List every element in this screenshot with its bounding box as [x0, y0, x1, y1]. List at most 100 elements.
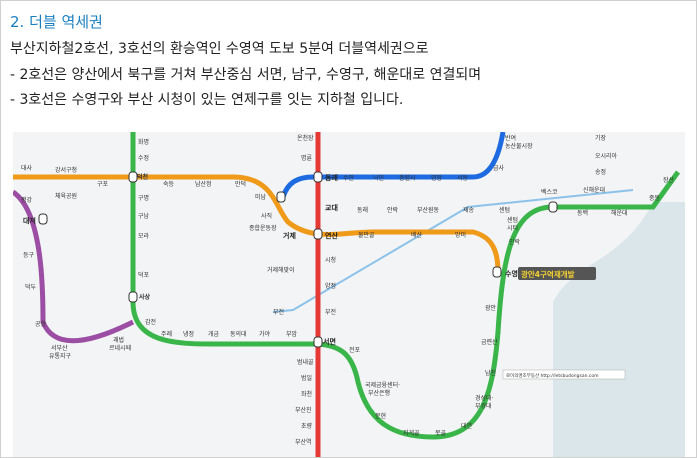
- svg-text:해운대: 해운대: [611, 209, 628, 217]
- svg-text:종합운동장: 종합운동장: [249, 224, 277, 232]
- svg-text:괘법: 괘법: [113, 336, 124, 344]
- svg-text:국제금융센터·: 국제금융센터·: [365, 381, 400, 389]
- station-marker-daejeo: [38, 213, 48, 225]
- svg-text:대저: 대저: [23, 216, 36, 225]
- svg-text:가야: 가야: [259, 330, 271, 338]
- svg-text:감전: 감전: [145, 318, 156, 326]
- svg-text:좌천: 좌천: [301, 390, 312, 398]
- svg-text:오시리아: 오시리아: [595, 152, 618, 160]
- svg-text:구남: 구남: [138, 212, 150, 220]
- svg-text:구명: 구명: [138, 194, 149, 202]
- description-line-3: - 3호선은 수영구와 부산 시청이 있는 연제구를 잇는 지하철 입니다.: [10, 92, 404, 108]
- highlight-label: 광안4구역재개발: [521, 269, 575, 279]
- svg-text:문현: 문현: [375, 412, 386, 420]
- svg-text:장산: 장산: [663, 176, 675, 184]
- svg-text:부경대: 부경대: [475, 402, 492, 410]
- svg-text:르네시떼: 르네시떼: [109, 344, 131, 352]
- svg-text:벡스코: 벡스코: [541, 188, 558, 196]
- svg-text:광안: 광안: [485, 304, 497, 312]
- line2-green: [130, 132, 681, 440]
- station-marker-seomyeon: [313, 336, 323, 348]
- copyright-box: [502, 369, 626, 380]
- highlight-box: [518, 267, 596, 280]
- svg-text:미남: 미남: [255, 193, 267, 201]
- svg-text:농산물시장: 농산물시장: [505, 142, 533, 150]
- svg-text:시청: 시청: [325, 257, 336, 264]
- svg-text:덕천: 덕천: [137, 173, 149, 181]
- svg-text:대사: 대사: [21, 164, 33, 172]
- station-marker-yeonsan: [313, 228, 323, 240]
- svg-text:센텀: 센텀: [499, 206, 510, 214]
- svg-text:개금: 개금: [208, 330, 220, 338]
- svg-text:범일: 범일: [301, 374, 312, 382]
- svg-text:강서구청: 강서구청: [55, 166, 77, 174]
- svg-text:동의대: 동의대: [230, 330, 247, 338]
- subway-map: 화명 수정 덕천 구명 구남 모라 덕포 사상 감전 주례 냉정 개금 동의대 …: [13, 132, 685, 457]
- subway-map-svg: 화명 수정 덕천 구명 구남 모라 덕포 사상 감전 주례 냉정 개금 동의대 …: [13, 132, 685, 457]
- svg-text:평강: 평강: [21, 196, 33, 204]
- line3-orange: [13, 174, 501, 273]
- svg-text:범내골: 범내골: [297, 358, 314, 366]
- svg-text:부전: 부전: [273, 308, 284, 316]
- svg-text:금사: 금사: [493, 164, 505, 172]
- svg-text:공항: 공항: [35, 320, 47, 328]
- svg-text:전포: 전포: [349, 346, 361, 354]
- svg-text:주례: 주례: [161, 330, 172, 338]
- svg-text:동래: 동래: [357, 206, 368, 214]
- svg-text:반여: 반여: [505, 134, 516, 142]
- svg-text:수안: 수안: [343, 174, 355, 182]
- svg-text:동래: 동래: [325, 173, 338, 182]
- svg-text:덕두: 덕두: [25, 284, 37, 291]
- svg-text:물만골: 물만골: [358, 231, 375, 239]
- svg-text:거제해맞이: 거제해맞이: [267, 266, 295, 274]
- svg-text:안락: 안락: [387, 206, 399, 214]
- svg-text:센텀: 센텀: [507, 216, 518, 224]
- svg-text:모라: 모라: [138, 232, 150, 240]
- svg-text:민락: 민락: [509, 238, 521, 246]
- svg-text:수영: 수영: [505, 269, 518, 278]
- svg-text:체육공원: 체육공원: [55, 192, 77, 200]
- svg-text:서부산: 서부산: [51, 344, 68, 352]
- svg-text:시티: 시티: [507, 224, 518, 232]
- svg-text:양정: 양정: [325, 282, 336, 290]
- svg-text:초량: 초량: [301, 423, 313, 430]
- section-title: 2. 더블 역세권: [10, 13, 103, 31]
- svg-text:구포: 구포: [97, 181, 109, 188]
- svg-text:경성대·: 경성대·: [475, 394, 494, 402]
- svg-text:충렬사: 충렬사: [399, 174, 416, 182]
- svg-text:남산정: 남산정: [195, 180, 212, 188]
- svg-text:부전: 부전: [325, 308, 336, 316]
- station-marker-suyeong: [492, 266, 502, 278]
- svg-text:만덕: 만덕: [235, 180, 246, 188]
- svg-text:서면: 서면: [323, 337, 336, 346]
- svg-text:지게골: 지게골: [403, 429, 420, 437]
- svg-text:기장: 기장: [595, 134, 607, 142]
- svg-text:사상: 사상: [139, 293, 151, 301]
- svg-text:부산역: 부산역: [295, 438, 312, 446]
- copyright-text: 로이의명조부동산 http://letsbudongsan.com: [506, 372, 599, 379]
- svg-text:못골: 못골: [435, 430, 447, 437]
- svg-text:연산: 연산: [325, 231, 338, 240]
- station-marker-sasang: [128, 291, 138, 303]
- svg-text:냉정: 냉정: [183, 330, 194, 338]
- svg-text:부암: 부암: [286, 330, 298, 338]
- svg-text:수정: 수정: [138, 155, 149, 162]
- svg-text:낙민: 낙민: [373, 174, 384, 182]
- svg-text:남천: 남천: [485, 369, 496, 377]
- svg-text:명륜: 명륜: [301, 154, 313, 162]
- station-marker-dongnae: [313, 171, 323, 183]
- svg-text:송정: 송정: [595, 168, 606, 176]
- svg-text:교대: 교대: [325, 203, 338, 212]
- station-marker-bexco: [548, 201, 558, 213]
- svg-text:동백: 동백: [577, 209, 588, 217]
- svg-text:신해운대: 신해운대: [583, 186, 605, 194]
- station-marker-deokcheon: [128, 171, 138, 183]
- svg-text:재송: 재송: [463, 206, 475, 214]
- description-line-2: - 2호선은 양산에서 북구를 거쳐 부산중심 서면, 남구, 수영구, 해운대…: [10, 67, 482, 83]
- svg-text:사직: 사직: [261, 212, 272, 220]
- svg-text:부산원동: 부산원동: [417, 206, 440, 214]
- svg-text:대연: 대연: [461, 422, 472, 430]
- donghae-line: [272, 189, 634, 313]
- svg-text:등구: 등구: [23, 252, 35, 259]
